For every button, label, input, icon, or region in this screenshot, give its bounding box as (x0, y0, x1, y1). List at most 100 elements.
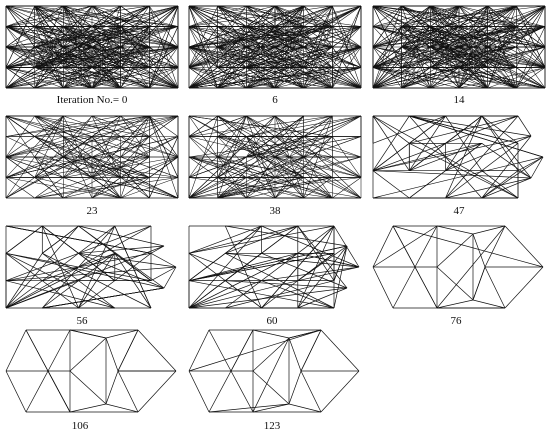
truss-member (225, 252, 335, 309)
truss-member (409, 115, 483, 199)
truss-member (320, 370, 360, 413)
truss-member (34, 67, 93, 89)
truss-member (34, 115, 64, 178)
truss-member (300, 370, 322, 413)
truss-member (42, 252, 115, 282)
truss-member (188, 136, 218, 158)
truss-member (333, 225, 360, 268)
truss-member (409, 143, 483, 199)
truss-member (274, 26, 304, 89)
truss-member (297, 252, 360, 268)
truss-member (188, 5, 362, 68)
truss-member (401, 5, 431, 27)
truss-member (458, 5, 517, 68)
caption-iteration-56: 56 (76, 315, 88, 327)
truss-member (261, 266, 360, 282)
truss-member (63, 177, 150, 199)
truss-member (445, 115, 519, 199)
truss-member (5, 177, 35, 199)
truss-member (47, 329, 71, 372)
truss-member (188, 115, 276, 199)
truss-member (332, 136, 362, 178)
truss-member (481, 115, 519, 171)
truss-member (217, 115, 276, 137)
truss-member (436, 225, 474, 235)
truss-member (252, 329, 290, 339)
truss-member (300, 329, 322, 372)
truss-member (217, 156, 333, 199)
truss-member (372, 135, 532, 172)
truss-member (150, 252, 177, 268)
truss-member (5, 5, 64, 48)
truss-member (481, 170, 519, 199)
truss-member (117, 329, 139, 372)
truss-member (34, 177, 121, 199)
truss-member (69, 337, 107, 372)
truss-member (481, 135, 532, 199)
truss-member (34, 46, 121, 68)
truss-member (137, 329, 177, 372)
truss-member (472, 233, 486, 268)
truss-member (34, 46, 93, 68)
truss-member (372, 142, 482, 172)
truss-member (78, 252, 165, 289)
truss-member (252, 370, 290, 405)
truss-member (436, 225, 506, 309)
panel-iteration-14 (372, 5, 546, 89)
truss-member (69, 403, 107, 413)
truss-member (392, 266, 416, 309)
truss-member (297, 225, 335, 254)
truss-member (34, 26, 121, 68)
truss-member (372, 26, 402, 68)
caption-iteration-6: 6 (272, 94, 278, 106)
panel-iteration-6 (188, 5, 362, 89)
truss-member (120, 156, 179, 199)
truss-member (120, 156, 179, 178)
panel-iteration-76 (372, 225, 545, 309)
truss-member (401, 26, 431, 68)
truss-member (120, 67, 179, 89)
truss-member (372, 5, 517, 68)
truss-member (430, 46, 517, 89)
truss-member (332, 46, 362, 89)
truss-member (372, 5, 460, 48)
truss-diagram (5, 115, 179, 199)
truss-member (34, 115, 179, 137)
truss-member (481, 143, 532, 179)
truss-member (414, 225, 438, 268)
truss-member (188, 252, 335, 282)
truss-member (274, 136, 333, 199)
truss-member (252, 337, 290, 372)
truss-member (105, 329, 139, 339)
truss-member (401, 26, 488, 89)
truss-member (5, 46, 93, 68)
truss-member (69, 370, 107, 405)
truss-member (288, 370, 302, 405)
truss-member (105, 403, 139, 413)
truss-member (504, 225, 544, 268)
truss-member (246, 136, 333, 199)
caption-iteration-123: 123 (263, 420, 281, 432)
truss-diagram (372, 225, 544, 309)
panel-iteration-60 (188, 225, 361, 309)
truss-member (401, 26, 546, 89)
truss-diagram (188, 225, 360, 309)
truss-member (481, 115, 532, 179)
truss-member (225, 280, 348, 289)
truss-member (217, 46, 304, 89)
truss-member (288, 337, 302, 372)
panel-iteration-106 (5, 329, 178, 413)
truss-member (392, 225, 544, 268)
truss-member (5, 46, 35, 68)
truss-member (472, 266, 486, 301)
truss-member (409, 115, 532, 137)
truss-member (445, 115, 483, 171)
truss-member (5, 5, 150, 27)
truss-member (372, 5, 402, 48)
truss-member (517, 170, 532, 179)
truss-member (188, 67, 362, 89)
truss-member (5, 115, 64, 158)
truss-member (481, 115, 519, 144)
truss-member (516, 67, 546, 89)
truss-member (458, 46, 546, 68)
